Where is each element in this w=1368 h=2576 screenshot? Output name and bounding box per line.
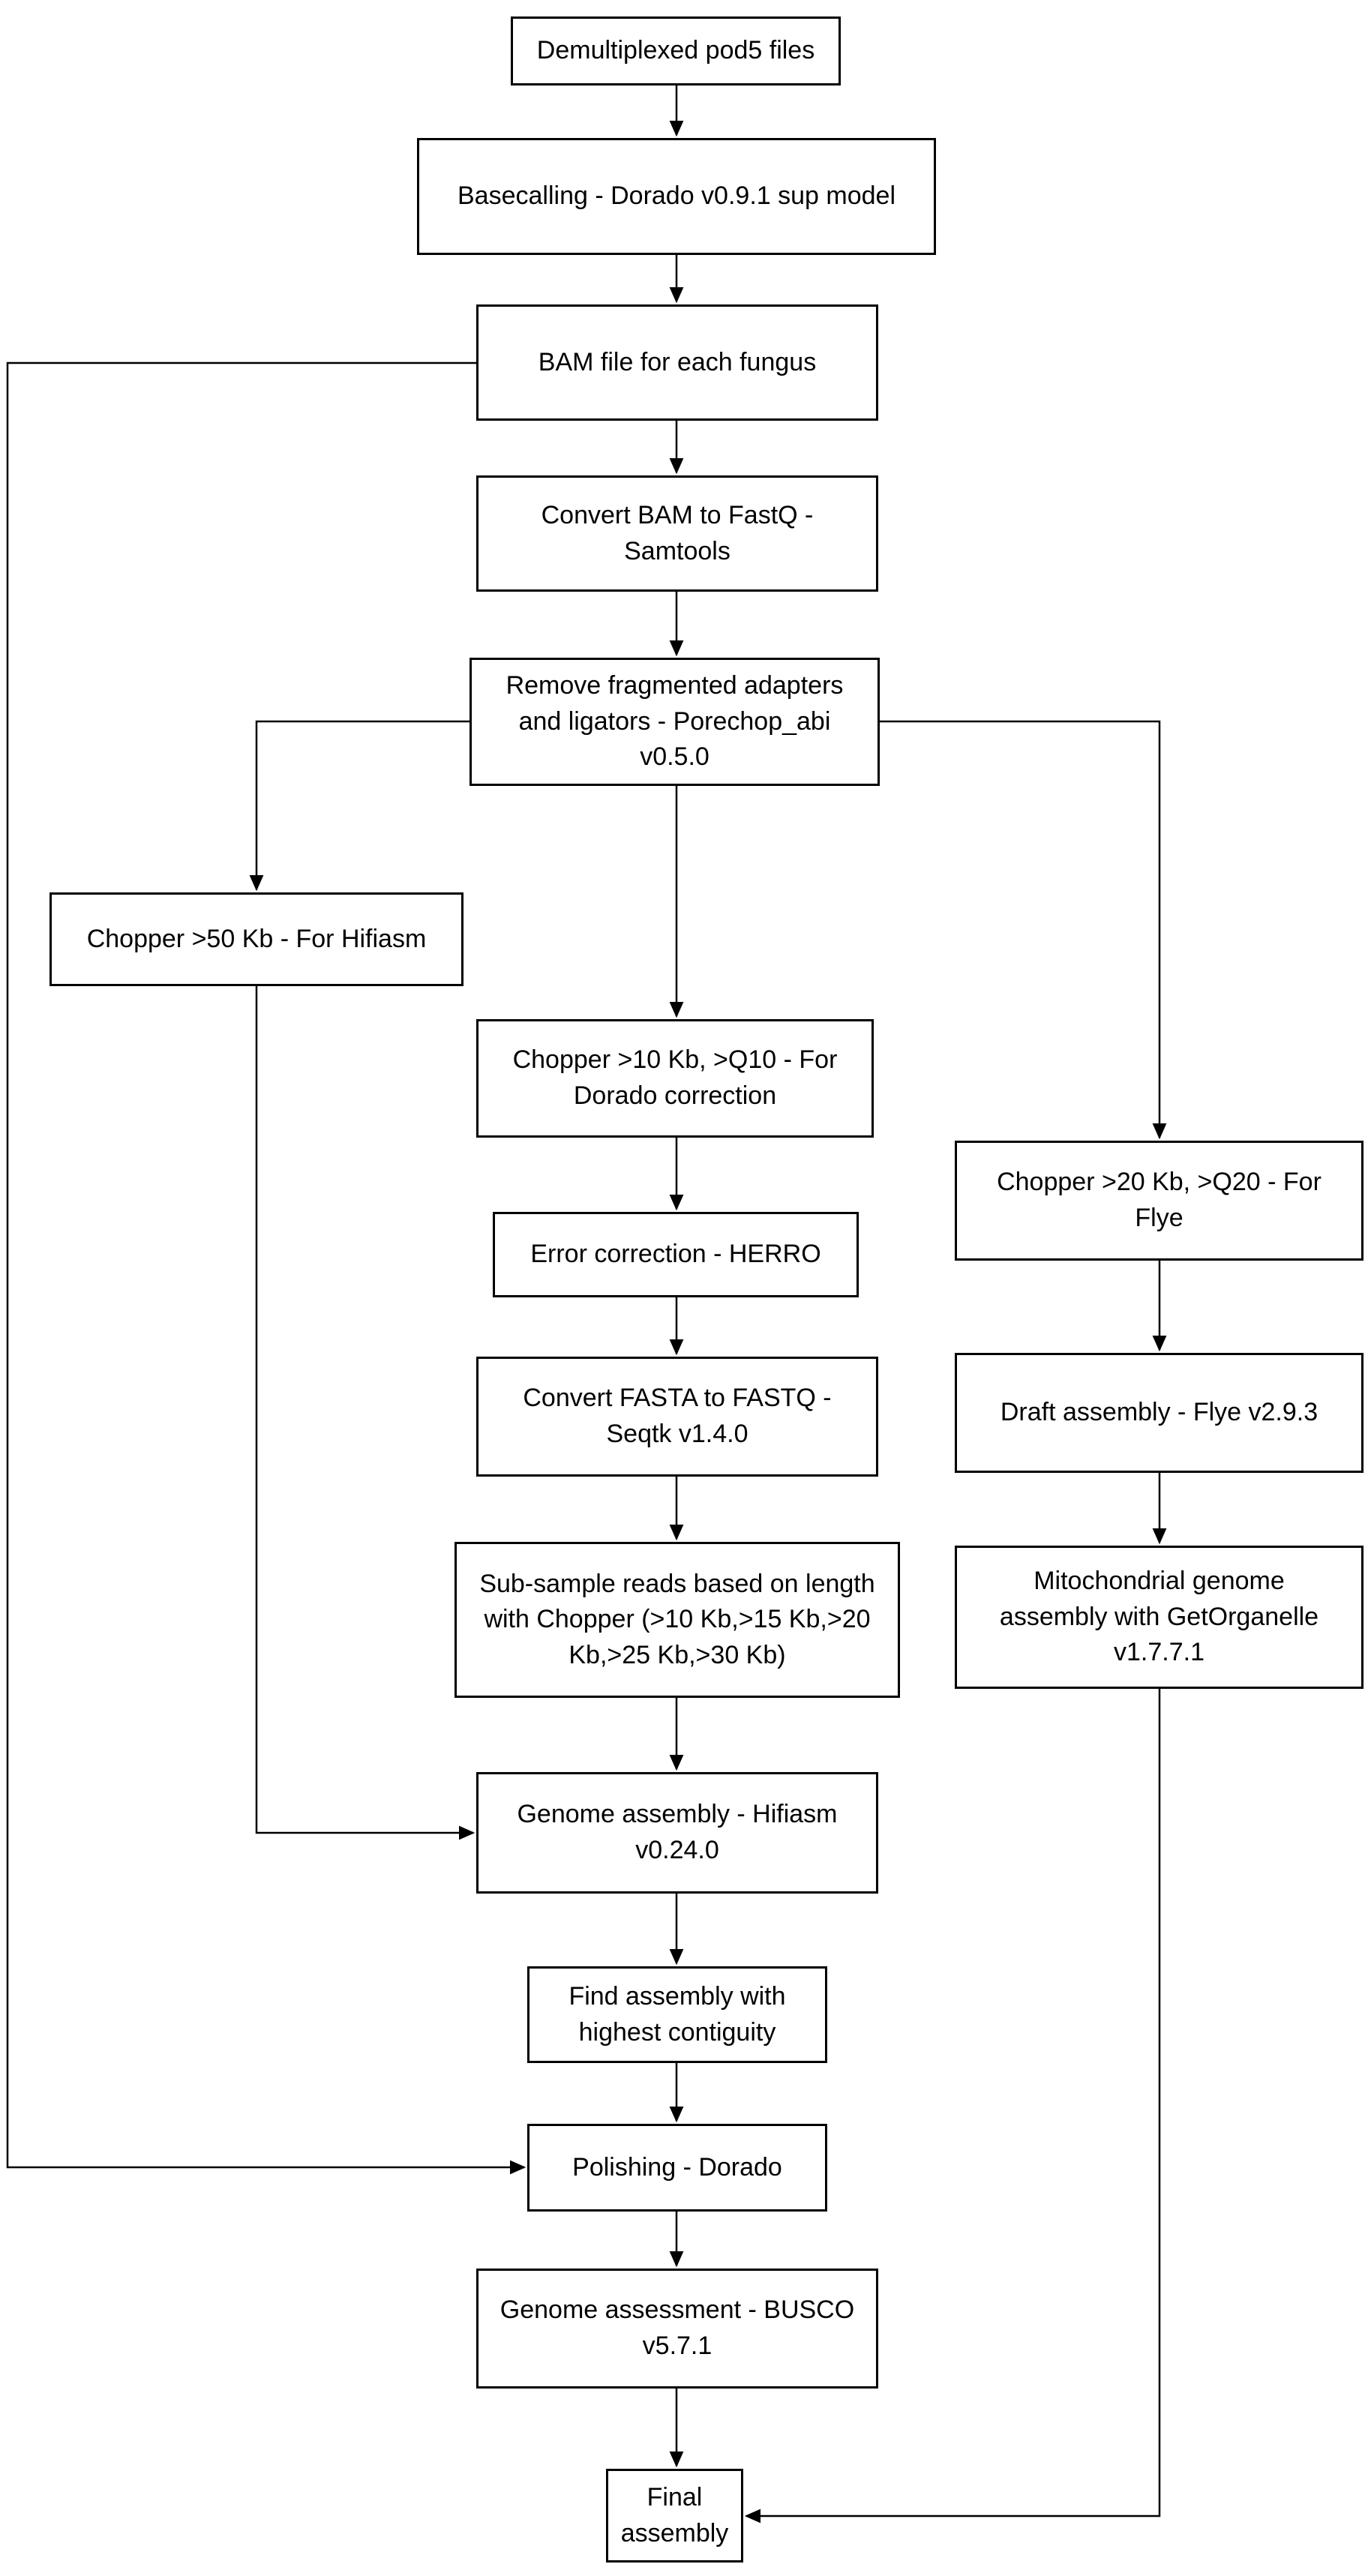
node-label: Convert BAM to FastQ - Samtools xyxy=(541,500,814,565)
node-chopper-50kb-for-hifiasm: Chopper >50 Kb - For Hifiasm xyxy=(50,892,464,986)
node-label: Error correction - HERRO xyxy=(530,1240,821,1269)
node-subsample-reads-chopper: Sub-sample reads based on length with Ch… xyxy=(454,1542,900,1698)
node-label: Genome assembly - Hifiasm v0.24.0 xyxy=(517,1800,838,1864)
node-label: Basecalling - Dorado v0.9.1 sup model xyxy=(458,181,896,211)
node-label: Convert FASTA to FASTQ - Seqtk v1.4.0 xyxy=(523,1384,832,1448)
node-genome-assembly-hifiasm: Genome assembly - Hifiasm v0.24.0 xyxy=(476,1772,878,1894)
node-label: BAM file for each fungus xyxy=(538,347,817,376)
node-label: Polishing - Dorado xyxy=(572,2152,782,2182)
node-draft-assembly-flye: Draft assembly - Flye v2.9.3 xyxy=(955,1353,1364,1473)
node-label: Sub-sample reads based on length with Ch… xyxy=(479,1569,875,1669)
node-polishing-dorado: Polishing - Dorado xyxy=(527,2124,827,2212)
node-label: Chopper >10 Kb, >Q10 - For Dorado correc… xyxy=(512,1045,838,1110)
node-chopper-10kb-q10-dorado-correction: Chopper >10 Kb, >Q10 - For Dorado correc… xyxy=(476,1019,874,1138)
node-remove-adapters-porechop-abi: Remove fragmented adapters and ligators … xyxy=(470,658,880,786)
node-label: Chopper >50 Kb - For Hifiasm xyxy=(86,924,427,953)
edge-chopper50-to-hifiasm xyxy=(255,986,476,1840)
node-chopper-20kb-q20-for-flye: Chopper >20 Kb, >Q20 - For Flye xyxy=(955,1141,1364,1261)
node-label: Genome assessment - BUSCO v5.7.1 xyxy=(500,2296,855,2360)
node-find-assembly-highest-contiguity: Find assembly with highest contiguity xyxy=(527,1966,827,2063)
node-basecalling-dorado: Basecalling - Dorado v0.9.1 sup model xyxy=(417,138,936,255)
node-error-correction-herro: Error correction - HERRO xyxy=(493,1212,859,1297)
edge-getorganelle-to-final xyxy=(744,1689,1161,2524)
node-bam-file-for-each-fungus: BAM file for each fungus xyxy=(476,304,878,421)
edge-porechop-to-chopper20 xyxy=(880,720,1167,1140)
node-mitochondrial-getorganelle: Mitochondrial genome assembly with GetOr… xyxy=(955,1546,1364,1689)
node-convert-bam-to-fastq-samtools: Convert BAM to FastQ - Samtools xyxy=(476,475,878,592)
node-label: Final assembly xyxy=(620,2482,729,2548)
node-demultiplexed-pod5-files: Demultiplexed pod5 files xyxy=(511,16,841,85)
node-genome-assessment-busco: Genome assessment - BUSCO v5.7.1 xyxy=(476,2269,878,2389)
node-label: Demultiplexed pod5 files xyxy=(536,36,815,65)
edge-porechop-to-chopper50 xyxy=(249,720,470,892)
node-final-assembly: Final assembly xyxy=(606,2469,743,2563)
node-convert-fasta-to-fastq-seqtk: Convert FASTA to FASTQ - Seqtk v1.4.0 xyxy=(476,1357,878,1477)
node-label: Draft assembly - Flye v2.9.3 xyxy=(1000,1398,1318,1427)
edge-bam-to-polishing-feedback xyxy=(6,361,526,2175)
node-label: Find assembly with highest contiguity xyxy=(568,1981,786,2047)
node-label: Chopper >20 Kb, >Q20 - For Flye xyxy=(997,1168,1322,1232)
node-label: Remove fragmented adapters and ligators … xyxy=(506,671,844,772)
node-label: Mitochondrial genome assembly with GetOr… xyxy=(999,1567,1319,1667)
